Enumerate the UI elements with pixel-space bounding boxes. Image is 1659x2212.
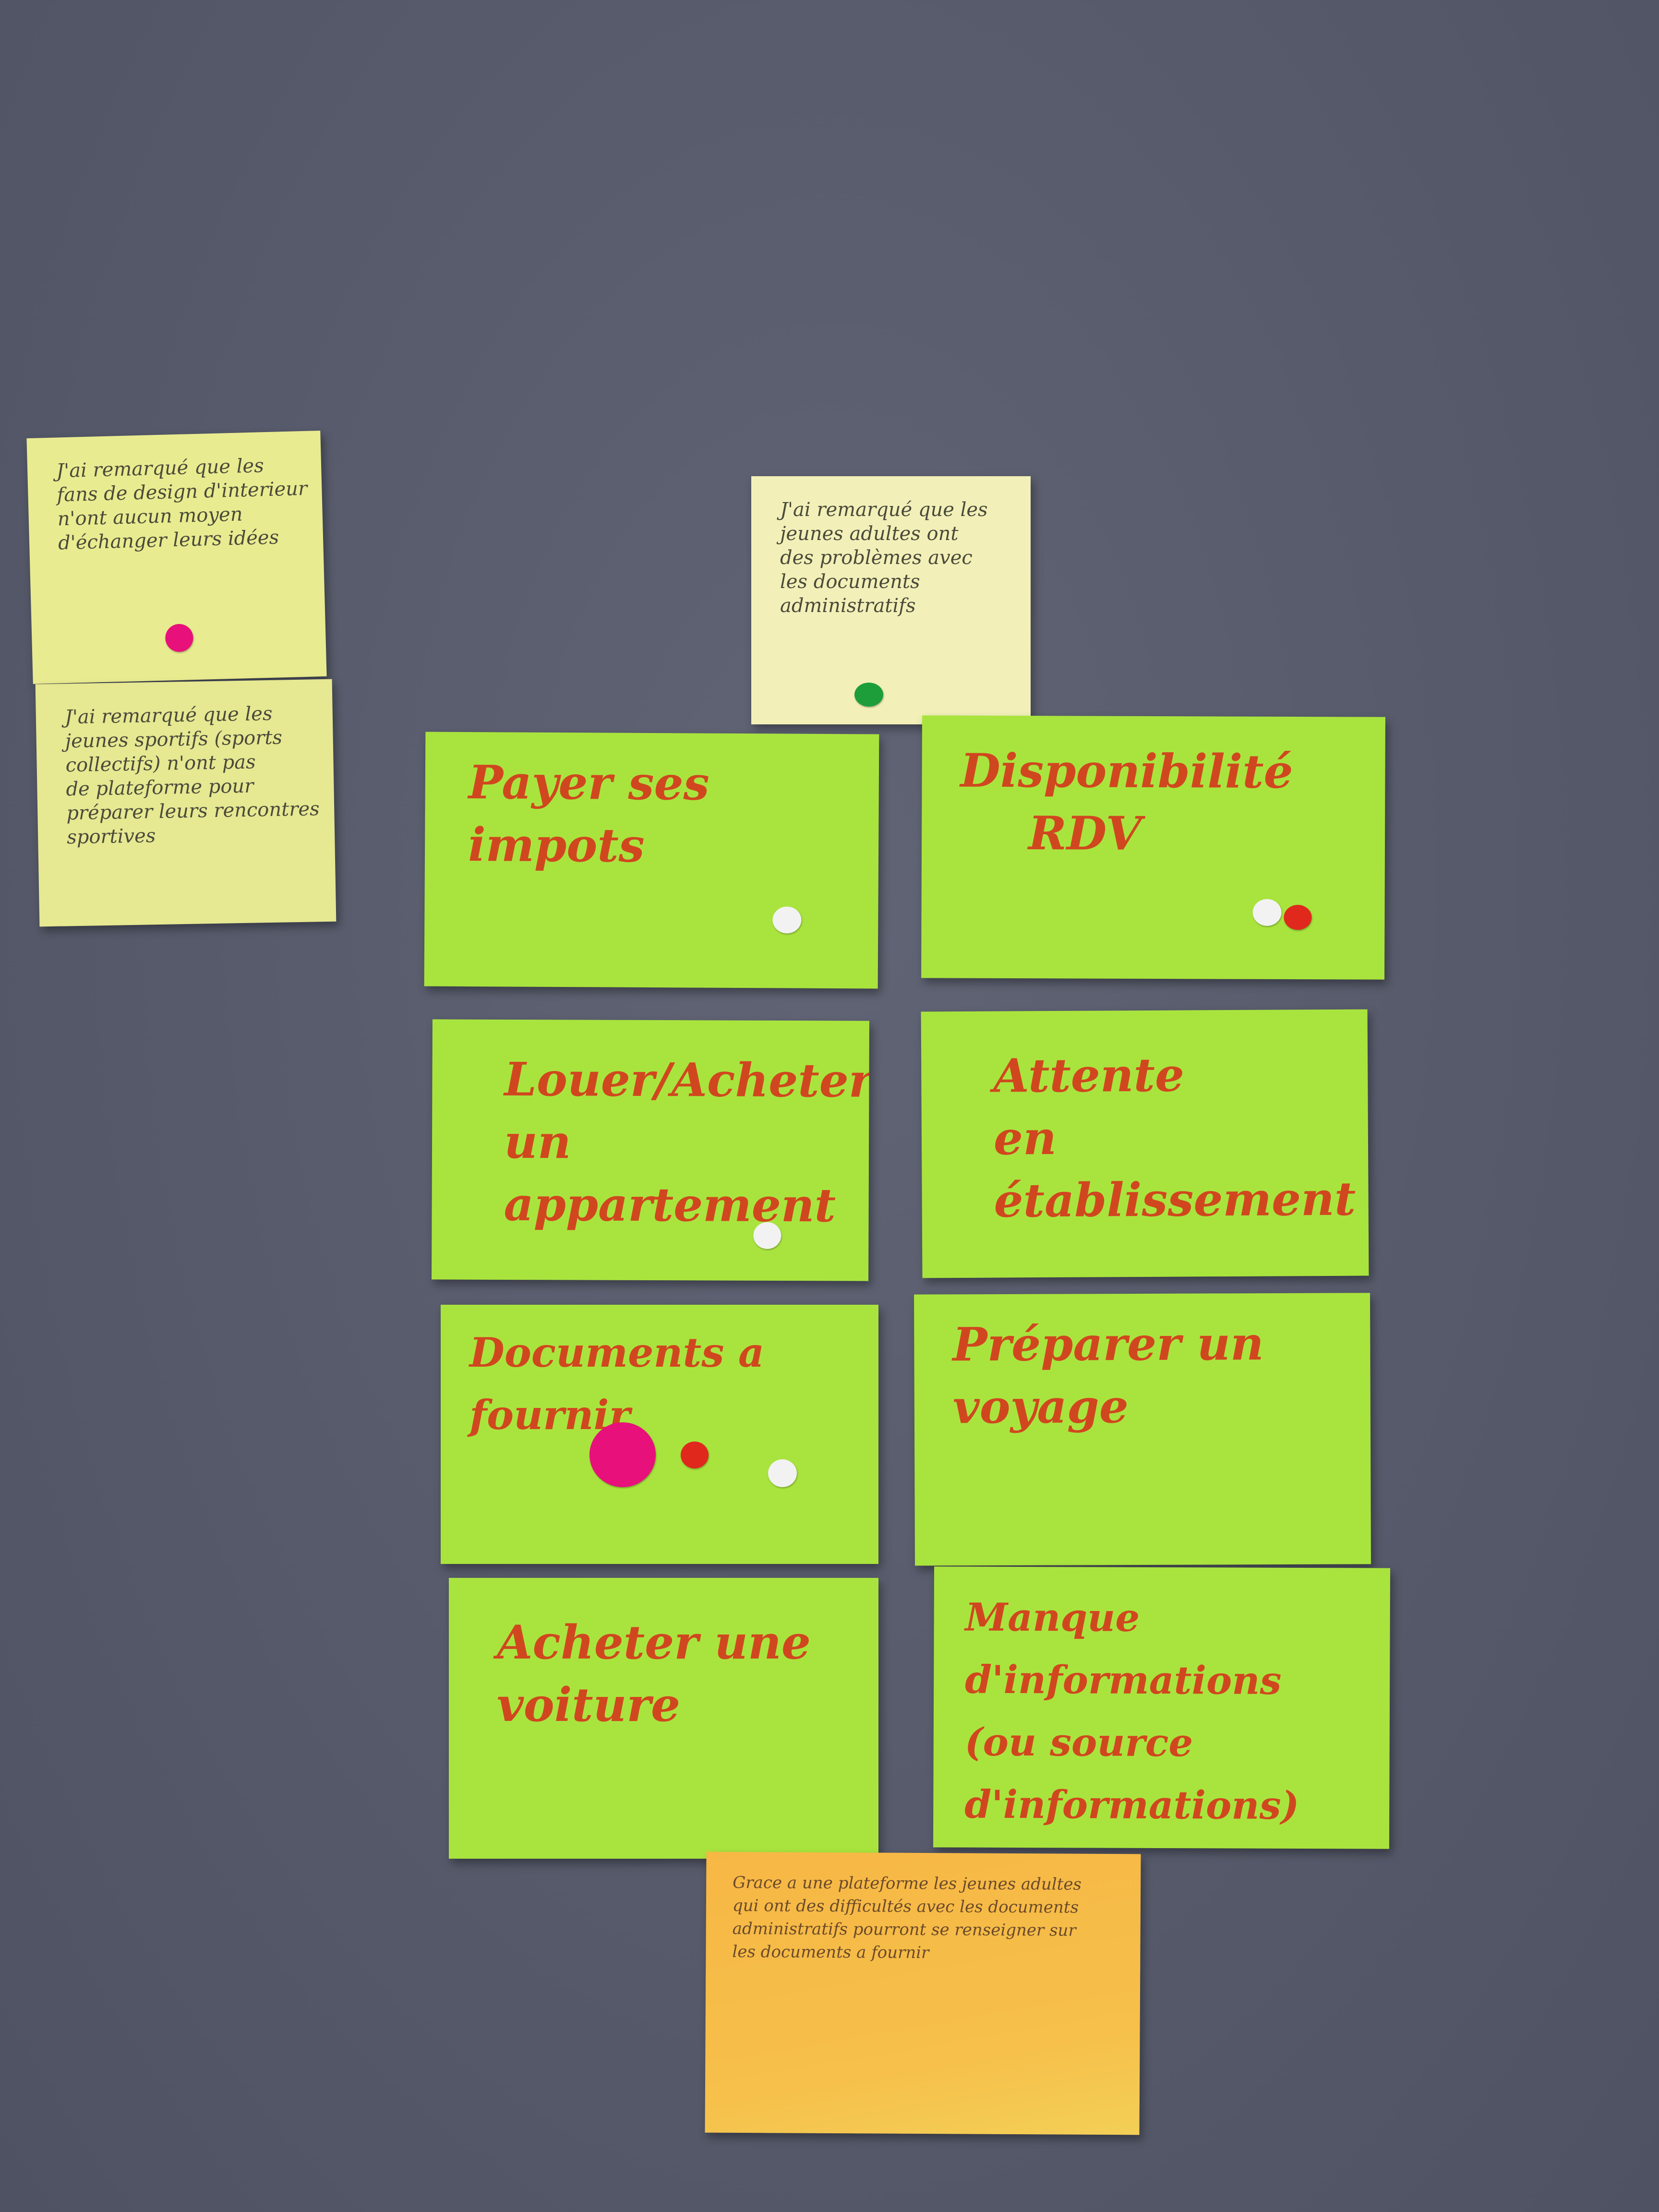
white-vote-dot <box>1252 899 1282 926</box>
idea-note-documents: Documents a fournir <box>441 1305 878 1564</box>
white-vote-dot <box>753 1222 781 1249</box>
idea-note-voiture: Acheter une voiture <box>449 1578 878 1859</box>
observation-note-sports: J'ai remarqué que les jeunes sportifs (s… <box>35 679 337 927</box>
observation-note-text: J'ai remarqué que les fans de design d'i… <box>56 455 308 554</box>
white-vote-dot <box>772 906 802 934</box>
red-vote-dot <box>681 1442 709 1468</box>
observation-note-text: J'ai remarqué que les jeunes sportifs (s… <box>64 702 320 849</box>
idea-note-text: Payer ses impots <box>468 755 709 873</box>
idea-note-payer-impots: Payer ses impots <box>424 732 879 989</box>
observation-note-admin: J'ai remarqué que les jeunes adultes ont… <box>751 476 1031 724</box>
idea-note-text: Préparer un voyage <box>952 1316 1264 1434</box>
idea-note-text: Acheter une voiture <box>497 1615 811 1732</box>
idea-note-disponibilite-rdv: Disponibilité RDV <box>921 715 1385 980</box>
red-vote-dot <box>1284 904 1312 930</box>
idea-note-louer-acheter: Louer/Acheter un appartement <box>432 1019 869 1281</box>
green-vote-dot <box>854 683 883 707</box>
idea-note-manque-informations: Manque d'informations (ou source d'infor… <box>933 1566 1391 1849</box>
pink-vote-dot <box>165 624 194 652</box>
idea-note-text: Disponibilité RDV <box>960 743 1293 861</box>
solution-note: Grace a une plateforme les jeunes adulte… <box>705 1851 1141 2135</box>
white-vote-dot <box>768 1459 797 1487</box>
idea-note-text: Manque d'informations (ou source d'infor… <box>964 1594 1299 1828</box>
pink-vote-dot <box>589 1422 656 1487</box>
observation-note-text: J'ai remarqué que les jeunes adultes ont… <box>780 499 988 617</box>
solution-note-text: Grace a une plateforme les jeunes adulte… <box>732 1873 1082 1963</box>
idea-note-voyage: Préparer un voyage <box>914 1293 1371 1566</box>
observation-note-design: J'ai remarqué que les fans de design d'i… <box>26 431 327 684</box>
idea-note-text: Attente en établissement <box>993 1047 1356 1228</box>
idea-note-text: Louer/Acheter un appartement <box>504 1052 869 1233</box>
idea-note-text: Documents a fournir <box>469 1329 765 1439</box>
idea-note-attente: Attente en établissement <box>921 1009 1369 1278</box>
